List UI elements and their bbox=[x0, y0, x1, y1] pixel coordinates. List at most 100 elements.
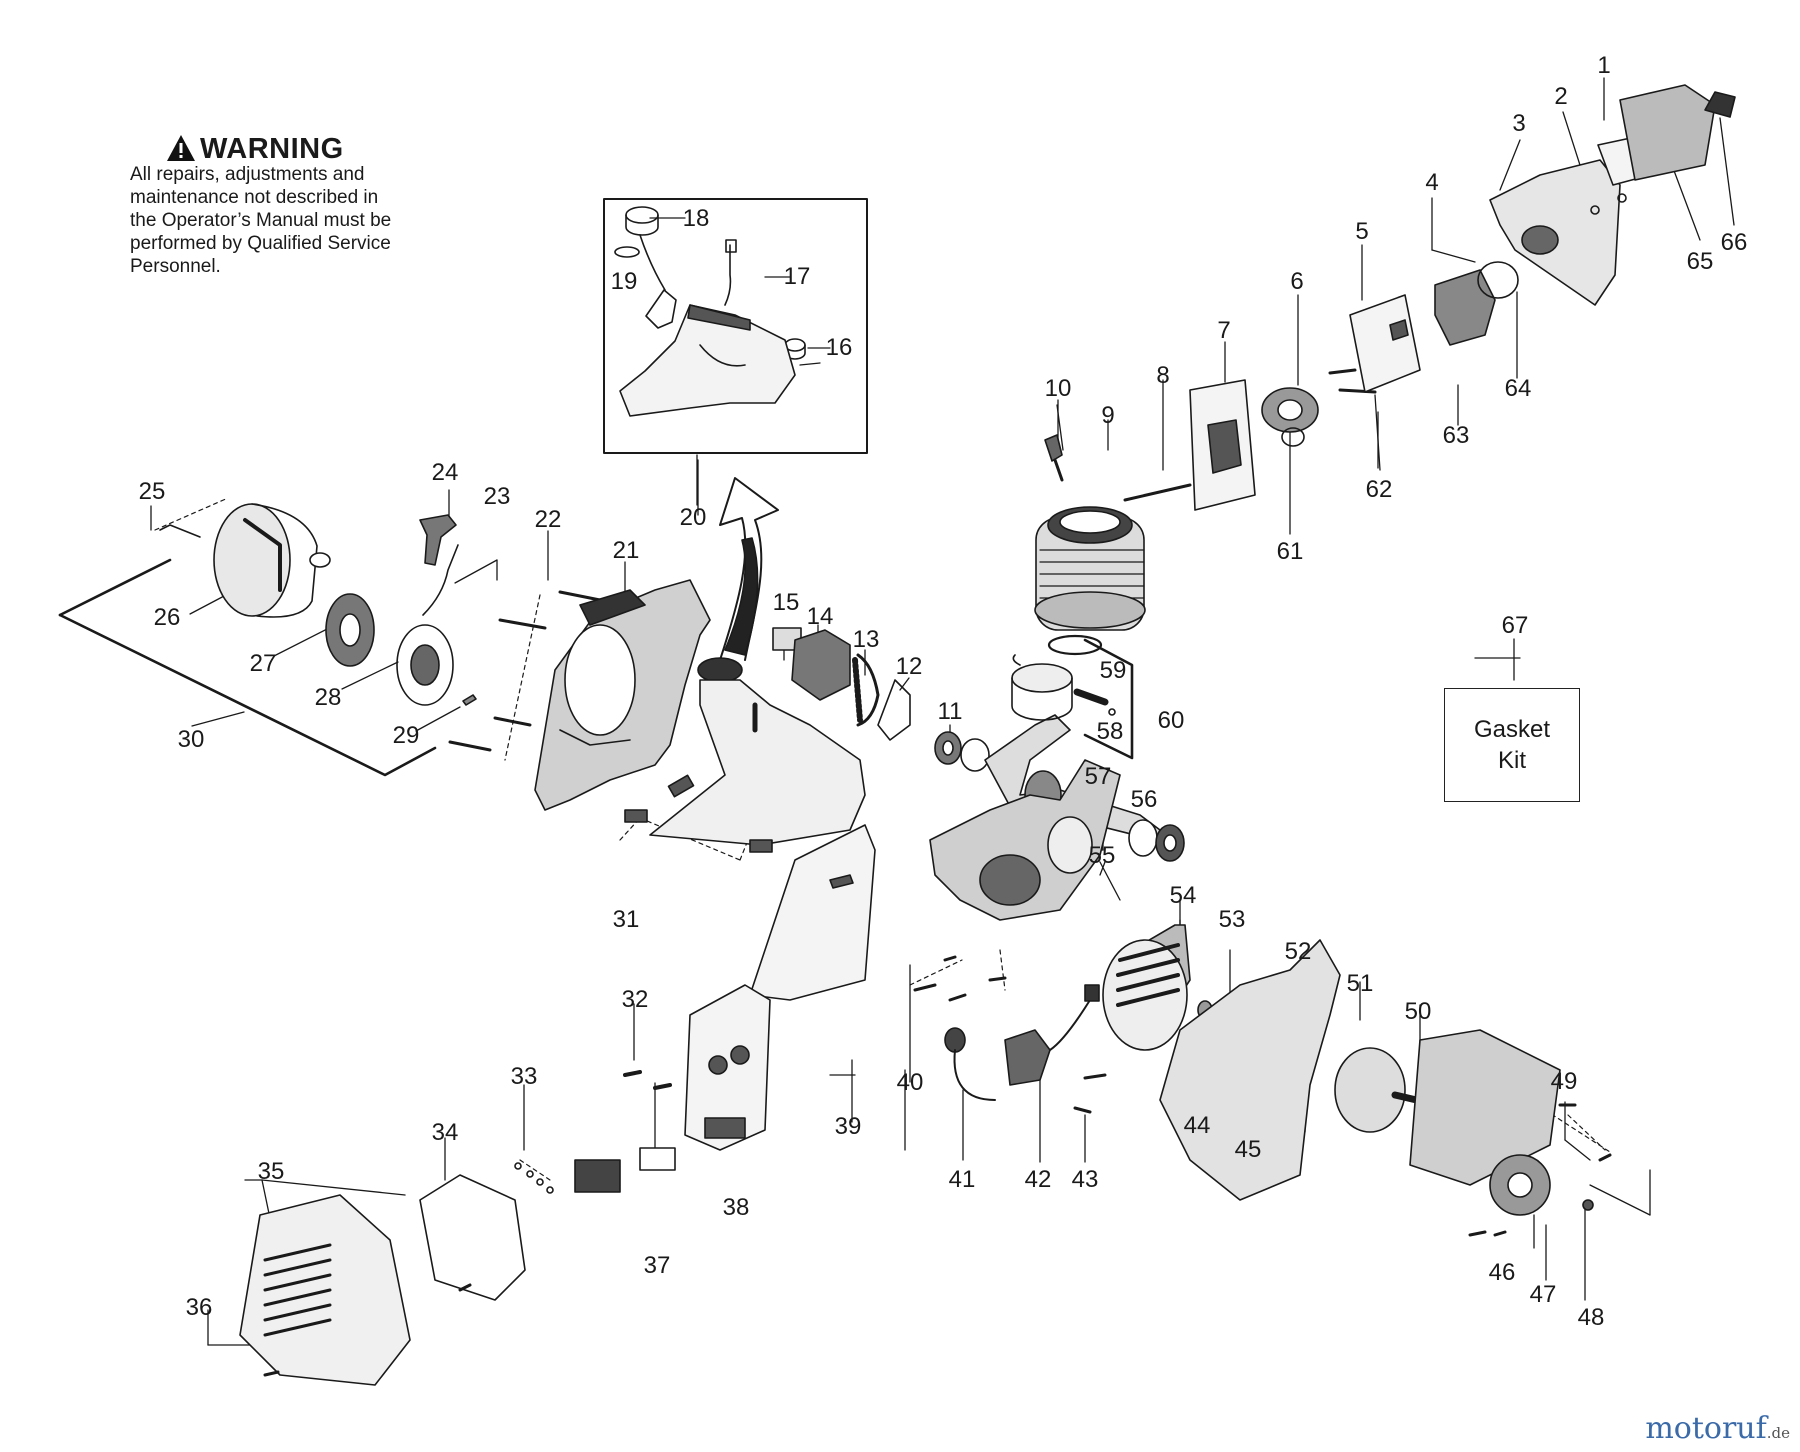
callout-2: 2 bbox=[1554, 83, 1568, 110]
gear-housing bbox=[1159, 939, 1612, 1237]
starter-parts bbox=[159, 503, 477, 706]
callout-52: 52 bbox=[1284, 938, 1312, 965]
callout-47: 47 bbox=[1529, 1281, 1557, 1308]
callout-67: 67 bbox=[1501, 612, 1529, 639]
callout-50: 50 bbox=[1404, 998, 1432, 1025]
warning-line: All repairs, adjustments and bbox=[130, 164, 365, 185]
callout-20: 20 bbox=[679, 504, 707, 531]
callout-30: 30 bbox=[177, 726, 205, 753]
gasket-kit-box: Gasket Kit bbox=[1444, 688, 1580, 802]
callout-37: 37 bbox=[643, 1252, 671, 1279]
callout-49: 49 bbox=[1550, 1068, 1578, 1095]
intake-parts bbox=[1189, 368, 1377, 511]
callout-58: 58 bbox=[1096, 718, 1124, 745]
callout-38: 38 bbox=[722, 1194, 750, 1221]
inset-frame bbox=[603, 198, 868, 454]
watermark-suffix: .de bbox=[1766, 1424, 1790, 1442]
callout-60: 60 bbox=[1157, 707, 1185, 734]
callout-61: 61 bbox=[1276, 538, 1304, 565]
callout-18: 18 bbox=[682, 205, 710, 232]
callout-6: 6 bbox=[1290, 268, 1304, 295]
cylinder-cover bbox=[239, 1174, 526, 1386]
cylinder bbox=[1034, 434, 1192, 631]
callout-1: 1 bbox=[1597, 52, 1611, 79]
watermark-main: motoruf bbox=[1645, 1411, 1767, 1446]
callout-28: 28 bbox=[314, 684, 342, 711]
callout-3: 3 bbox=[1512, 110, 1526, 137]
callout-15: 15 bbox=[772, 589, 800, 616]
callout-42: 42 bbox=[1024, 1166, 1052, 1193]
site-watermark: motoruf.de bbox=[1645, 1411, 1790, 1446]
callout-62: 62 bbox=[1365, 476, 1393, 503]
warning-triangle-icon bbox=[167, 135, 195, 161]
leader-lines bbox=[150, 77, 1735, 1346]
callout-66: 66 bbox=[1720, 229, 1748, 256]
gasket-kit-label-line2: Kit bbox=[1497, 747, 1526, 774]
callout-39: 39 bbox=[834, 1113, 862, 1140]
callout-13: 13 bbox=[852, 626, 880, 653]
callout-51: 51 bbox=[1346, 970, 1374, 997]
callout-24: 24 bbox=[431, 459, 459, 486]
callout-9: 9 bbox=[1101, 402, 1115, 429]
bracket-60 bbox=[1083, 638, 1134, 760]
callout-26: 26 bbox=[153, 604, 181, 631]
callout-16: 16 bbox=[825, 334, 853, 361]
callout-48: 48 bbox=[1577, 1304, 1605, 1331]
callout-57: 57 bbox=[1084, 763, 1112, 790]
callout-33: 33 bbox=[510, 1063, 538, 1090]
warning-line: performed by Qualified Service bbox=[130, 233, 391, 254]
ignition bbox=[944, 984, 1107, 1114]
bracket-30 bbox=[58, 613, 437, 777]
callout-53: 53 bbox=[1218, 906, 1246, 933]
crankcase bbox=[913, 759, 1121, 1002]
callout-63: 63 bbox=[1442, 422, 1470, 449]
callout-59: 59 bbox=[1099, 657, 1127, 684]
callout-11: 11 bbox=[937, 698, 963, 725]
callout-41: 41 bbox=[948, 1166, 976, 1193]
piston bbox=[1011, 634, 1116, 721]
callout-23: 23 bbox=[483, 483, 511, 510]
callout-32: 32 bbox=[621, 986, 649, 1013]
callout-12: 12 bbox=[895, 653, 923, 680]
callout-31: 31 bbox=[612, 906, 640, 933]
callout-4: 4 bbox=[1425, 169, 1439, 196]
callout-29: 29 bbox=[392, 722, 420, 749]
callout-65: 65 bbox=[1686, 248, 1714, 275]
callout-64: 64 bbox=[1504, 375, 1532, 402]
callout-22: 22 bbox=[534, 506, 562, 533]
carb-and-cover bbox=[1349, 84, 1736, 393]
callout-34: 34 bbox=[431, 1119, 459, 1146]
callout-56: 56 bbox=[1130, 786, 1158, 813]
callout-40: 40 bbox=[896, 1069, 924, 1096]
warning-text: All repairs, adjustments and maintenance… bbox=[130, 163, 450, 278]
housing-screws bbox=[448, 590, 602, 752]
gasket-kit-label-line1: Gasket bbox=[1473, 716, 1551, 743]
callout-35: 35 bbox=[257, 1158, 285, 1185]
callout-36: 36 bbox=[185, 1294, 213, 1321]
callout-17: 17 bbox=[783, 263, 811, 290]
warning-title: WARNING bbox=[200, 133, 344, 165]
warning-line: Personnel. bbox=[130, 256, 221, 277]
callout-44: 44 bbox=[1183, 1112, 1211, 1139]
callout-54: 54 bbox=[1169, 882, 1197, 909]
primer-parts bbox=[772, 627, 911, 741]
callout-19: 19 bbox=[610, 268, 638, 295]
callout-27: 27 bbox=[249, 650, 277, 677]
callout-43: 43 bbox=[1071, 1166, 1099, 1193]
callout-21: 21 bbox=[612, 537, 640, 564]
warning-line: the Operator’s Manual must be bbox=[130, 210, 392, 231]
callout-14: 14 bbox=[806, 603, 834, 630]
callout-25: 25 bbox=[138, 478, 166, 505]
housing-21 bbox=[534, 579, 711, 811]
callout-10: 10 bbox=[1044, 375, 1072, 402]
warning-line: maintenance not described in bbox=[130, 187, 379, 208]
callout-45: 45 bbox=[1234, 1136, 1262, 1163]
callout-5: 5 bbox=[1355, 218, 1369, 245]
callout-55: 55 bbox=[1088, 842, 1116, 869]
muffler-group bbox=[514, 824, 876, 1194]
callout-8: 8 bbox=[1156, 362, 1170, 389]
callout-7: 7 bbox=[1217, 317, 1231, 344]
curved-arrow bbox=[719, 477, 779, 661]
